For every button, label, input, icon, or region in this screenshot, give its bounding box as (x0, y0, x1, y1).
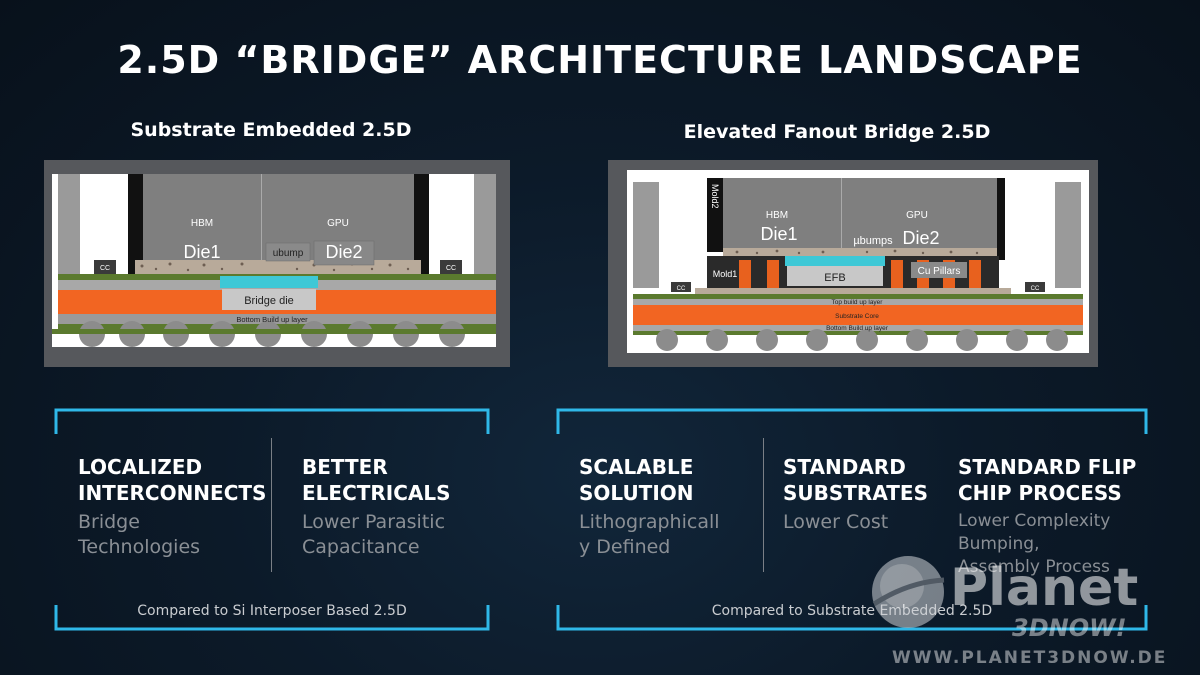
slide-title: 2.5D “BRIDGE” ARCHITECTURE LANDSCAPE (117, 38, 1083, 82)
ubumps-label: µbumps (853, 235, 893, 247)
cc-label-left: CC (677, 286, 686, 292)
col-heading: LOCALIZED INTERCONNECTS (78, 455, 267, 505)
left-divider (271, 438, 272, 572)
substrate-embedded-diagram: HBM GPU Die1 ubump Die2 CC CC Bridge die… (44, 160, 510, 367)
bridge-die-block (222, 289, 316, 310)
right-subtitle: Elevated Fanout Bridge 2.5D (683, 121, 991, 143)
ubump-label: ubump (273, 248, 304, 259)
hbm-label: HBM (766, 210, 788, 221)
col-body: Lower Complexity Bumping, Assembly Proce… (958, 511, 1111, 577)
die1-block (143, 174, 261, 268)
col-body: Lithographicall y Defined (579, 511, 720, 558)
col-heading: STANDARD SUBSTRATES (783, 455, 928, 505)
planet-logo-icon (872, 556, 945, 628)
cc-label-right: CC (446, 265, 456, 272)
efb-block (787, 266, 883, 286)
cc-label-left: CC (100, 265, 110, 272)
cu-pillars-label: Cu Pillars (918, 266, 961, 277)
die2-label: Die2 (902, 228, 939, 248)
right-col-1: SCALABLE SOLUTION Lithographicall y Defi… (579, 454, 759, 560)
die1-label: Die1 (760, 224, 797, 244)
mold2-label: Mold2 (710, 184, 720, 209)
watermark-tagline: 3DNOW! (1012, 614, 1127, 642)
col-body: Bridge Technologies (78, 511, 201, 558)
gpu-label: GPU (906, 210, 928, 221)
watermark-logo (868, 552, 948, 632)
die1-block (723, 178, 841, 248)
die1-label: Die1 (183, 242, 220, 262)
mold1-label: Mold1 (713, 269, 738, 279)
right-bracket (556, 408, 1148, 631)
top-layer-label: Top build up layer (832, 299, 884, 306)
left-bracket (54, 408, 490, 631)
mold2-block (707, 178, 723, 252)
bottom-layer-label: Bottom Build up layer (826, 325, 889, 332)
left-subtitle: Substrate Embedded 2.5D (130, 119, 412, 141)
right-col-3: STANDARD FLIP CHIP PROCESS Lower Complex… (958, 454, 1148, 579)
watermark-url: WWW.PLANET3DNOW.DE (892, 648, 1168, 668)
gpu-label: GPU (327, 218, 349, 229)
col-heading: BETTER ELECTRICALS (302, 455, 451, 505)
core-label: Substrate Core (835, 313, 879, 320)
die2-label: Die2 (325, 242, 362, 262)
right-col-2: STANDARD SUBSTRATES Lower Cost (783, 454, 948, 535)
bottom-layer-label: Bottom Build up layer (236, 315, 308, 324)
col-body: Lower Parasitic Capacitance (302, 511, 446, 558)
watermark-brand: Planet (950, 558, 1139, 618)
elevated-fanout-bridge-diagram: Mold2 HBM GPU Die1 µbumps Die2 Mold1 EFB… (608, 160, 1098, 367)
bridge-die-label: Bridge die (244, 295, 294, 307)
efb-label: EFB (824, 272, 845, 284)
die2-block (842, 178, 997, 248)
col-heading: STANDARD FLIP CHIP PROCESS (958, 455, 1137, 505)
right-divider (763, 438, 764, 572)
left-col-2: BETTER ELECTRICALS Lower Parasitic Capac… (302, 454, 492, 560)
left-col-1: LOCALIZED INTERCONNECTS Bridge Technolog… (78, 454, 268, 560)
cc-label-right: CC (1031, 286, 1040, 292)
left-footnote: Compared to Si Interposer Based 2.5D (137, 603, 407, 619)
hbm-label: HBM (191, 218, 213, 229)
col-body: Lower Cost (783, 511, 889, 533)
col-heading: SCALABLE SOLUTION (579, 455, 694, 505)
